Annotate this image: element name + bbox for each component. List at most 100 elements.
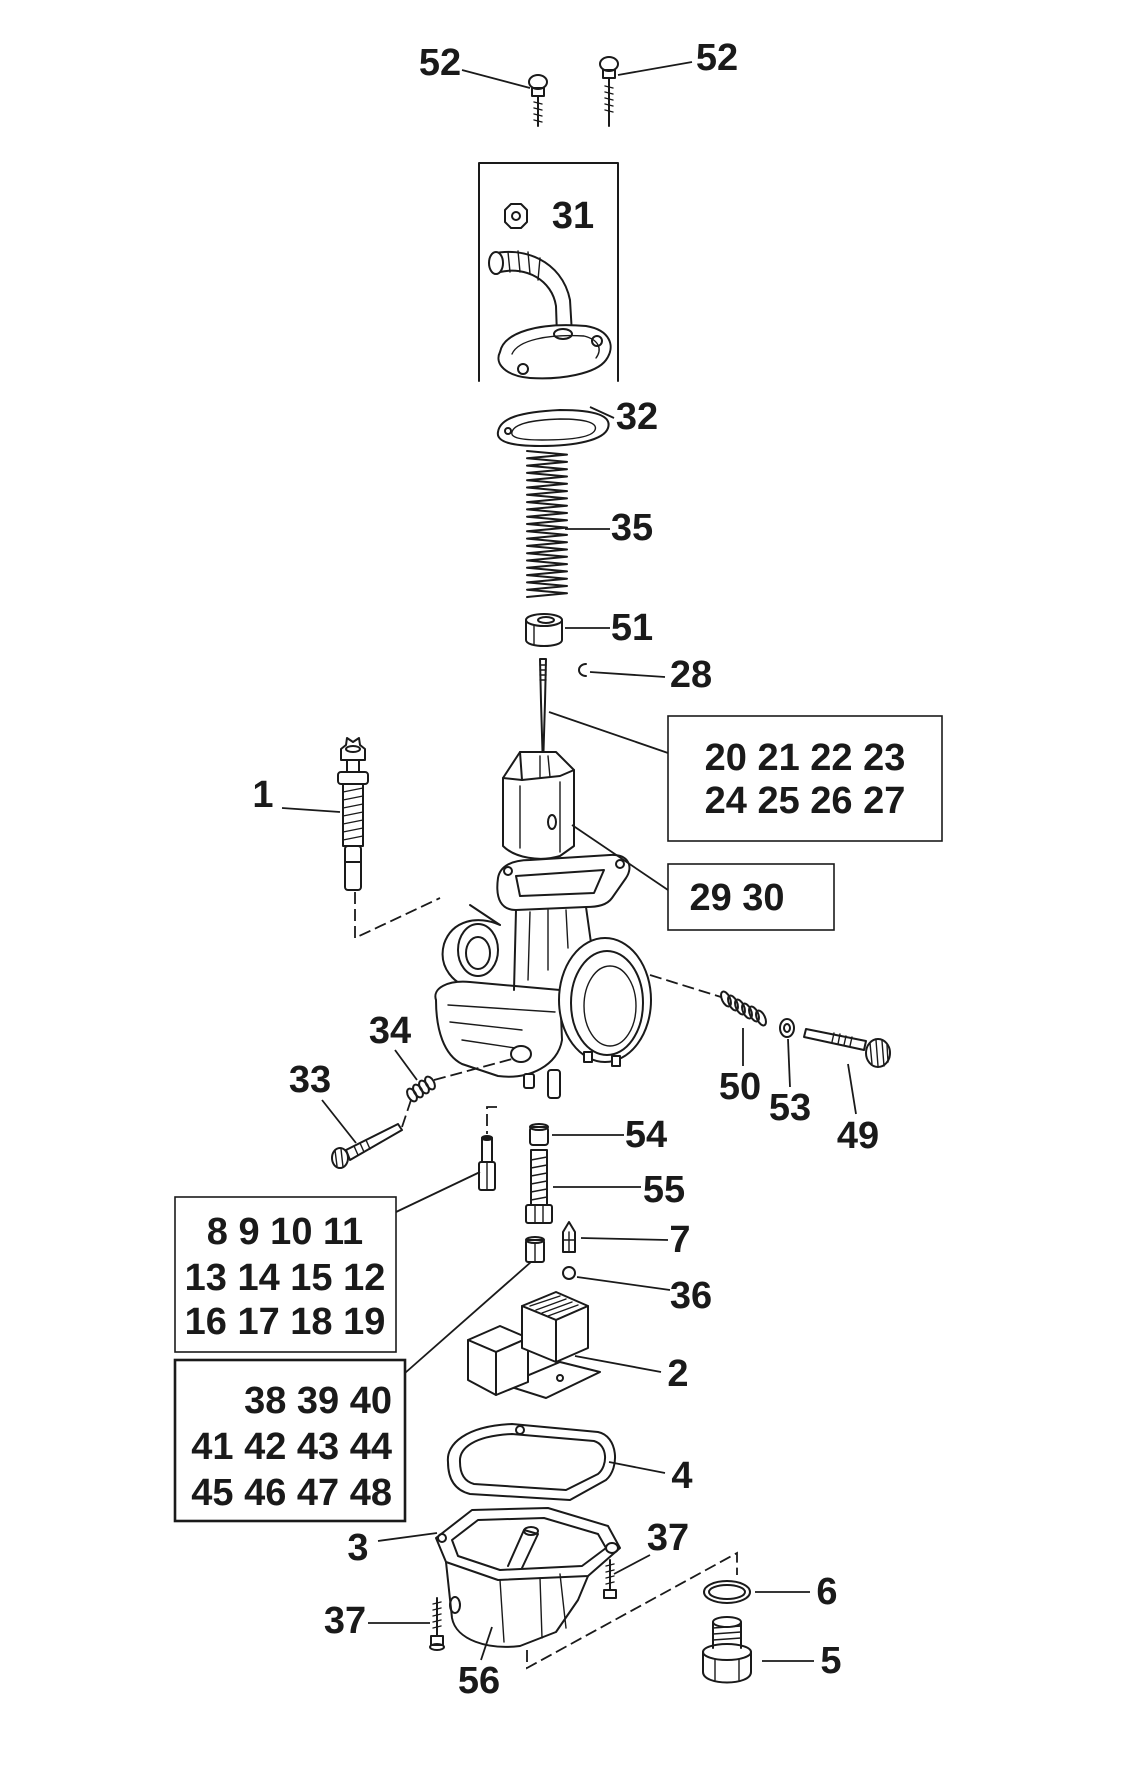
bowl-gasket: [446, 1423, 617, 1501]
slide-top-edge: [502, 751, 575, 781]
coil: [720, 990, 732, 1008]
air-screw-knurl: [869, 1039, 889, 1067]
bowl-gasket-inner: [458, 1433, 606, 1491]
main-jet: [525, 1236, 545, 1263]
seat-body: [525, 619, 563, 647]
bowl-tube: [507, 1529, 539, 1569]
washer-outer: [779, 1018, 795, 1038]
pilot-jet-top: [481, 1135, 493, 1141]
screw-thread: [605, 1563, 615, 1585]
o-ring-inner: [708, 1584, 746, 1600]
body-nozzle: [547, 1069, 561, 1099]
callout-small-spring: 34: [369, 1010, 411, 1052]
neck: [346, 759, 360, 773]
right-float-side: [555, 1305, 589, 1363]
valve-clip: [562, 1266, 576, 1280]
tip: [344, 845, 362, 891]
knob: [340, 737, 366, 761]
leader-needle-set: [548, 711, 669, 754]
cap-hole-right: [591, 335, 603, 347]
plug-facets: [714, 1658, 740, 1681]
coil: [741, 1002, 753, 1020]
leader-slide-set: [571, 824, 669, 891]
screw-thread: [604, 85, 614, 113]
callout-idle-screw: 1: [252, 774, 273, 816]
float-arm-plate: [504, 1361, 601, 1399]
intake-bell-outer: [558, 937, 652, 1063]
slide-slot: [539, 755, 551, 779]
threads: [342, 787, 364, 841]
callout-top-screw-left: 52: [419, 42, 461, 84]
float-valve: [562, 1221, 576, 1253]
leader-float-bowl: [377, 1532, 438, 1542]
chamber-link: [469, 904, 501, 926]
lower-body-slots: [447, 1004, 556, 1049]
callout-jet-holder: 54: [625, 1114, 667, 1156]
pilot-jet-set-line-3: 16 17 18 19: [185, 1301, 386, 1343]
float-bowl: [435, 1507, 621, 1648]
lower-body: [434, 980, 563, 1078]
screw-head: [603, 1589, 617, 1599]
leader-bowl-screw-right: [613, 1554, 651, 1575]
pilot-jet-set-line-2: 13 14 15 12: [185, 1257, 386, 1299]
washer-hole: [783, 1023, 791, 1033]
bowl-screw-left: [429, 1597, 445, 1651]
cap-plate-edge: [511, 334, 600, 359]
clip-ring: [562, 1266, 576, 1280]
spring-coils: [526, 450, 568, 598]
pilot-jet-set-box: 8 9 10 11 13 14 15 12 16 17 18 19: [174, 1196, 397, 1353]
top-screw-left: [528, 74, 548, 127]
pilot-bore-inner: [465, 936, 491, 970]
side-screw-head: [331, 1147, 349, 1169]
air-screw-shaft: [803, 1028, 867, 1051]
intake-bell-inner: [570, 950, 644, 1056]
cap-hole-left: [517, 363, 529, 375]
bell-notch-left: [583, 1051, 593, 1063]
slide-bore: [515, 869, 605, 897]
jet-needle: [539, 658, 547, 769]
callout-air-spring: 50: [719, 1066, 761, 1108]
screw-thread: [533, 101, 543, 123]
drain-plug-guide: [526, 1551, 738, 1670]
leader-needle-clip: [589, 671, 666, 678]
needle-jet-hex: [525, 1204, 553, 1224]
needle-body: [539, 658, 547, 769]
air-screw-guide: [649, 974, 722, 998]
bowl-screw-right: [603, 1559, 617, 1599]
needle-jet-facets: [534, 1204, 544, 1224]
screw-head: [528, 74, 548, 90]
slide-hole: [547, 814, 557, 830]
o-ring: [703, 1580, 751, 1604]
slide-faces: [519, 781, 561, 853]
callout-o-ring: 6: [816, 1571, 837, 1613]
idle-screw: [337, 737, 369, 891]
cap-frame: [478, 162, 619, 382]
callout-cap-gasket: 32: [616, 396, 658, 438]
callout-bowl-gasket: 4: [671, 1455, 692, 1497]
float: [467, 1291, 601, 1399]
pilot-jet-stem: [481, 1137, 493, 1163]
float-ribs: [529, 1295, 579, 1317]
side-screw-thread: [353, 1139, 371, 1156]
holder-body: [529, 1126, 549, 1146]
main-jet-set-line-2: 41 42 43 44: [191, 1426, 392, 1468]
callout-needle-jet: 55: [643, 1169, 685, 1211]
gasket-inner: [511, 418, 597, 441]
intake-bore: [583, 965, 637, 1047]
left-chamber: [441, 919, 515, 992]
callout-bowl-screw-left: 37: [324, 1600, 366, 1642]
bowl-screw-hole: [437, 1533, 447, 1543]
bowl-gasket-outer: [446, 1423, 617, 1501]
pilot-bore-outer: [457, 923, 499, 977]
leader-air-washer: [787, 1038, 791, 1088]
slide-set-line-1: 29 30: [689, 877, 784, 919]
air-spring: [720, 990, 767, 1027]
top-cap-assembly: [478, 162, 619, 382]
air-washer: [779, 1018, 795, 1038]
leader-top-screw-left: [461, 69, 531, 89]
leader-side-screw: [321, 1099, 357, 1144]
clip-ring: [578, 663, 587, 677]
collar: [337, 771, 369, 785]
leader-idle-screw: [281, 807, 341, 813]
